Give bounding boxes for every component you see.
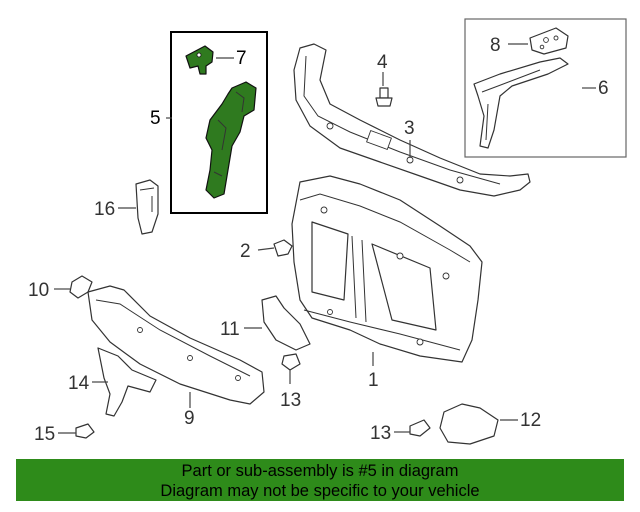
callout-6: 6: [598, 78, 609, 99]
callout-2: 2: [240, 241, 251, 262]
callout-7: 7: [236, 48, 247, 69]
parts-diagram: 1 2 3 4 5 6 7 8 9 10 11 12 13 13 14 15 1…: [28, 18, 627, 445]
part-9-lower-tie-bar[interactable]: [87, 285, 265, 405]
callout-13-lower: 13: [370, 423, 391, 444]
callout-11: 11: [220, 319, 240, 340]
callout-16: 16: [94, 199, 115, 220]
banner-line-2: Diagram may not be specific to your vehi…: [160, 482, 480, 500]
callout-1: 1: [368, 370, 379, 391]
leader-lines: [54, 43, 596, 434]
part-2-bolt[interactable]: [273, 239, 293, 257]
callout-14: 14: [68, 373, 90, 394]
part-6-box: [464, 18, 627, 158]
callout-8: 8: [490, 35, 501, 56]
banner-line-1: Part or sub-assembly is #5 in diagram: [181, 462, 459, 480]
callout-4: 4: [377, 52, 388, 73]
part-13-bolt-lower[interactable]: [409, 419, 431, 437]
part-14-bracket[interactable]: [97, 347, 157, 417]
part-15-bolt[interactable]: [75, 423, 95, 439]
part-16-sensor[interactable]: [135, 179, 159, 235]
callout-9: 9: [184, 408, 195, 429]
part-12-deflector[interactable]: [439, 403, 499, 445]
part-3-upper-tie-bar[interactable]: [293, 43, 531, 197]
callout-3: 3: [404, 118, 415, 139]
highlight-box-part-5: [170, 31, 268, 214]
callout-13-upper: 13: [280, 390, 301, 411]
callout-12: 12: [520, 410, 541, 431]
callout-10: 10: [28, 280, 49, 301]
info-banner: Part or sub-assembly is #5 in diagram Di…: [16, 459, 624, 501]
part-8-plate[interactable]: [529, 27, 569, 55]
part-1-radiator-support[interactable]: [291, 175, 483, 363]
part-13-bolt-upper[interactable]: [281, 353, 301, 371]
part-11-deflector[interactable]: [261, 295, 311, 351]
callout-5: 5: [150, 108, 161, 129]
callout-15: 15: [34, 424, 55, 445]
part-6-bracket[interactable]: [473, 57, 569, 149]
part-7-bracket[interactable]: [185, 45, 214, 75]
part-4-bolt[interactable]: [375, 87, 393, 107]
part-5-bracket[interactable]: [205, 81, 257, 199]
